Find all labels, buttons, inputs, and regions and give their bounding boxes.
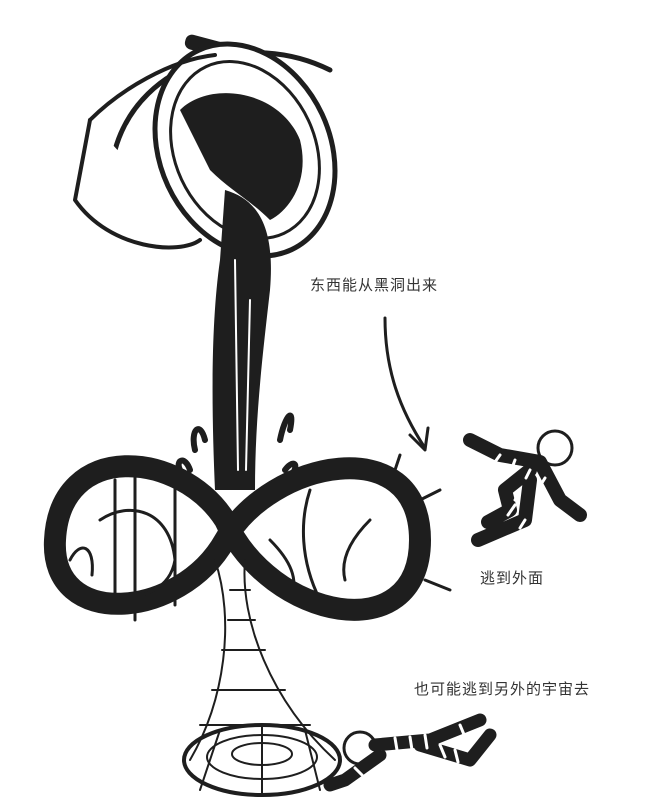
bucket-icon <box>73 34 338 259</box>
liquid-stream <box>175 190 299 490</box>
wormhole-funnel <box>182 559 342 797</box>
escapee-figure-other-universe <box>323 713 497 792</box>
caption-escape-other-universe: 也可能逃到另外的宇宙去 <box>414 680 591 698</box>
arrow-icon <box>383 316 430 452</box>
caption-out-of-black-hole: 东西能从黑洞出来 <box>310 276 439 294</box>
wormhole-infinity-loop <box>43 453 452 622</box>
escapee-figure-outside <box>463 429 587 547</box>
caption-escape-outside: 逃到外面 <box>480 569 545 587</box>
